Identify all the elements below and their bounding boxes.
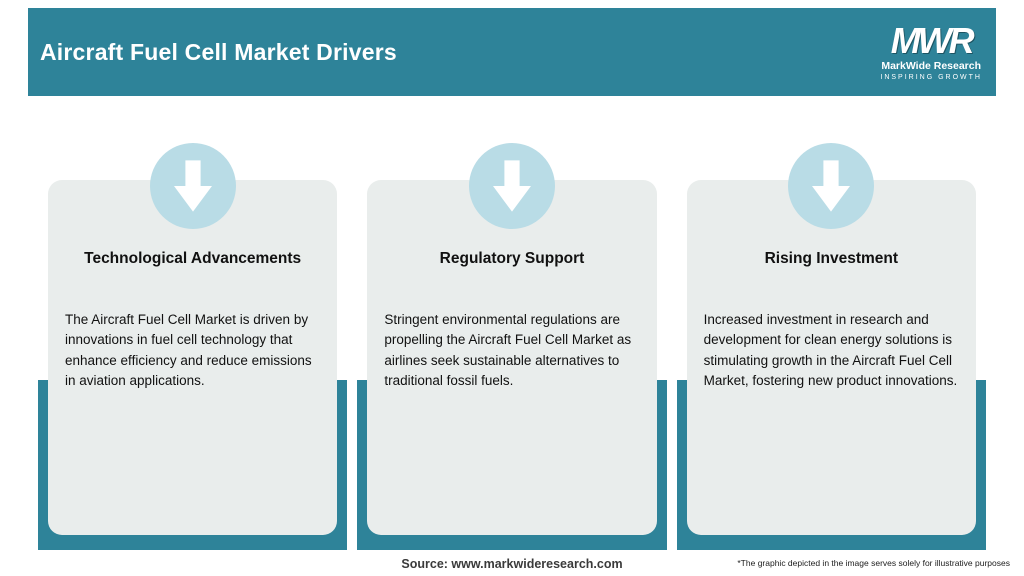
header: Aircraft Fuel Cell Market Drivers MWR Ma… bbox=[28, 8, 996, 96]
arrow-badge bbox=[788, 143, 875, 229]
arrow-badge bbox=[149, 143, 236, 229]
drivers-row: Technological Advancements The Aircraft … bbox=[38, 143, 986, 550]
card-description: The Aircraft Fuel Cell Market is driven … bbox=[65, 312, 312, 388]
driver-card-3: Rising Investment Increased investment i… bbox=[676, 143, 986, 550]
card-title: Rising Investment bbox=[764, 250, 899, 267]
card-body: Rising Investment Increased investment i… bbox=[686, 180, 976, 535]
card-title: Regulatory Support bbox=[439, 250, 585, 267]
card-description: Increased investment in research and dev… bbox=[703, 312, 958, 388]
driver-card-1: Technological Advancements The Aircraft … bbox=[38, 143, 348, 550]
card-description: Stringent environmental regulations are … bbox=[384, 312, 632, 388]
disclaimer-text: *The graphic depicted in the image serve… bbox=[737, 558, 1010, 568]
source-text: Source: www.markwideresearch.com bbox=[401, 557, 623, 571]
logo-name: MarkWide Research bbox=[881, 60, 982, 73]
driver-card-2: Regulatory Support Stringent environment… bbox=[357, 143, 667, 550]
card-body: Regulatory Support Stringent environment… bbox=[367, 180, 657, 535]
down-arrow-icon bbox=[492, 160, 531, 212]
card-body: Technological Advancements The Aircraft … bbox=[48, 180, 338, 535]
down-arrow-icon bbox=[812, 160, 851, 212]
arrow-badge bbox=[468, 143, 555, 229]
page-title: Aircraft Fuel Cell Market Drivers bbox=[40, 38, 397, 65]
card-title: Technological Advancements bbox=[84, 250, 302, 267]
logo-monogram: MWR bbox=[890, 20, 975, 62]
down-arrow-icon bbox=[173, 160, 212, 212]
markwide-logo: MWR MarkWide Research INSPIRING GROWTH bbox=[880, 23, 982, 81]
logo-tagline: INSPIRING GROWTH bbox=[880, 73, 982, 81]
